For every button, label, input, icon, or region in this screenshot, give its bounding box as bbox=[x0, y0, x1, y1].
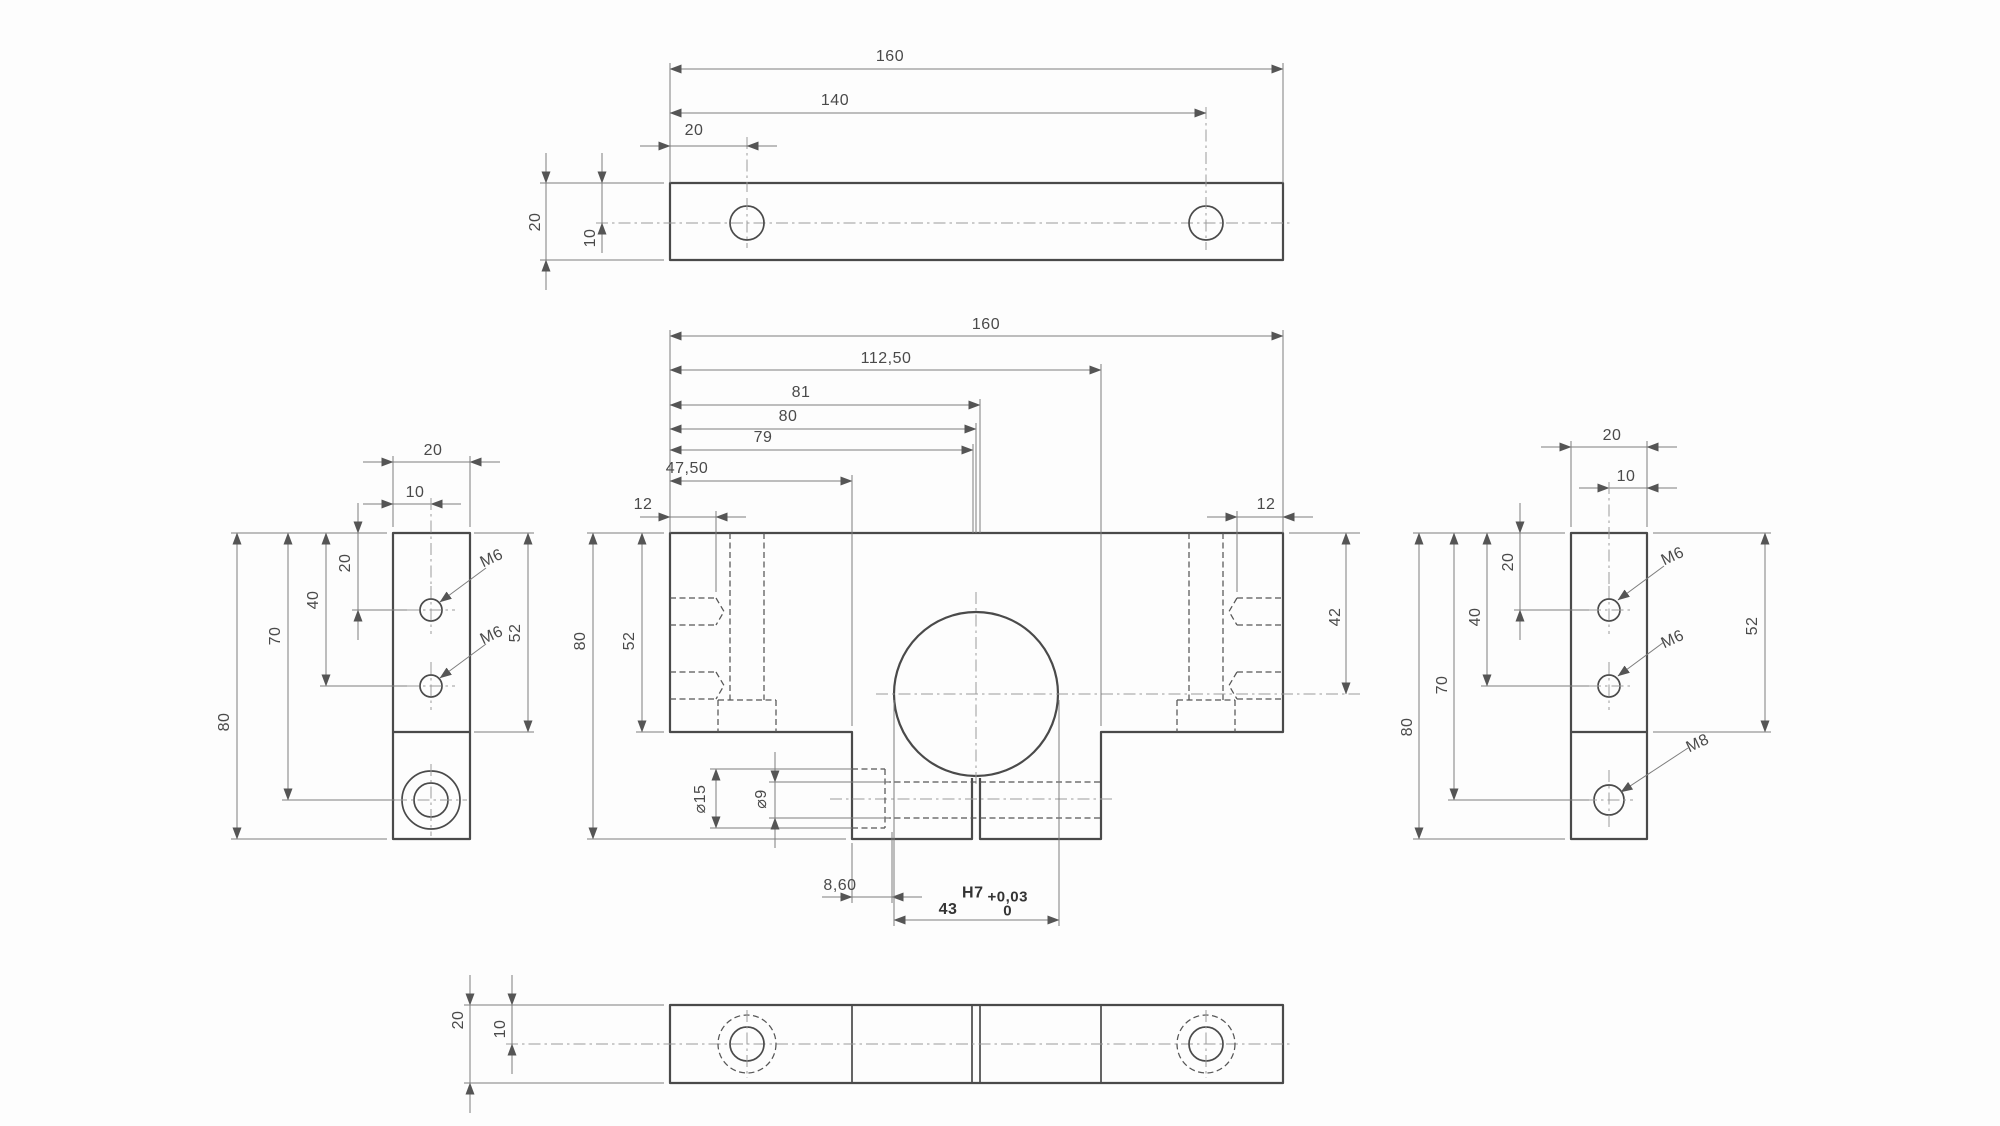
dim-label-front-42: 42 bbox=[1327, 607, 1344, 627]
dim-label-front-860: 8,60 bbox=[823, 877, 857, 894]
dim-label-front-11250: 112,50 bbox=[860, 350, 912, 367]
dim-label-front-12-left: 12 bbox=[633, 496, 653, 513]
top-view bbox=[540, 63, 1290, 290]
top-view-dimensions bbox=[540, 63, 1284, 290]
dim-label-right-m8: M8 bbox=[1683, 730, 1712, 757]
dim-label-bottom-10: 10 bbox=[492, 1019, 509, 1039]
dim-label-left-40: 40 bbox=[305, 590, 322, 610]
dim-label-left-m6-upper: M6 bbox=[477, 545, 506, 572]
left-side-m6-hole-lower bbox=[419, 674, 443, 698]
dim-label-sideview-52: 52 bbox=[507, 623, 524, 643]
dim-label-top-10v: 10 bbox=[582, 228, 599, 248]
left-side-view bbox=[231, 456, 500, 841]
right-side-leaders bbox=[1617, 565, 1689, 793]
dim-label-front-12-right: 12 bbox=[1256, 496, 1276, 513]
front-view bbox=[474, 330, 1360, 926]
dim-label-right-m6-lower: M6 bbox=[1658, 626, 1687, 653]
dim-label-front-80: 80 bbox=[778, 408, 798, 425]
left-side-m6-hole-upper bbox=[419, 598, 443, 622]
dim-label-right-70: 70 bbox=[1434, 675, 1451, 695]
dim-label-left-10: 10 bbox=[405, 484, 425, 501]
dim-label-front-80v: 80 bbox=[572, 631, 589, 651]
front-view-dimensions bbox=[474, 330, 1360, 926]
dim-label-top-160: 160 bbox=[875, 48, 905, 65]
dim-label-front-dia15: ⌀15 bbox=[692, 784, 709, 814]
dim-label-left-80: 80 bbox=[216, 712, 233, 732]
dim-label-front-dia9: ⌀9 bbox=[753, 789, 770, 809]
dim-label-right-40: 40 bbox=[1467, 607, 1484, 627]
left-side-dimensions bbox=[231, 456, 500, 840]
bottom-view bbox=[464, 975, 1293, 1113]
dim-label-left-20v: 20 bbox=[337, 553, 354, 573]
right-side-view bbox=[1413, 441, 1771, 841]
dim-label-top-20h: 20 bbox=[684, 122, 704, 139]
dim-label-front-79: 79 bbox=[753, 429, 773, 446]
dim-label-right-20v: 20 bbox=[1500, 552, 1517, 572]
dim-label-right-80: 80 bbox=[1399, 717, 1416, 737]
dim-label-front-43: 43 bbox=[938, 901, 958, 918]
dim-label-top-20v: 20 bbox=[527, 212, 544, 232]
dim-label-left-70: 70 bbox=[267, 626, 284, 646]
left-side-leaders bbox=[439, 567, 487, 679]
dim-label-left-m6-lower: M6 bbox=[477, 622, 506, 649]
dim-label-left-20: 20 bbox=[423, 442, 443, 459]
dim-label-front-160: 160 bbox=[971, 316, 1001, 333]
hidden-lines bbox=[670, 533, 1283, 829]
dim-label-right-20: 20 bbox=[1602, 427, 1622, 444]
bottom-view-dimensions bbox=[464, 975, 664, 1113]
dim-label-right-10: 10 bbox=[1616, 468, 1636, 485]
dim-label-top-140: 140 bbox=[820, 92, 850, 109]
dim-label-front-52v: 52 bbox=[621, 631, 638, 651]
top-view-outline bbox=[668, 181, 1285, 262]
dim-label-front-81: 81 bbox=[791, 384, 811, 401]
dim-label-bottom-20: 20 bbox=[450, 1010, 467, 1030]
dim-label-front-4750: 47,50 bbox=[665, 460, 709, 477]
right-side-dimensions bbox=[1413, 441, 1771, 840]
dim-label-right-52: 52 bbox=[1744, 616, 1761, 636]
dim-label-right-m6-upper: M6 bbox=[1658, 543, 1687, 570]
